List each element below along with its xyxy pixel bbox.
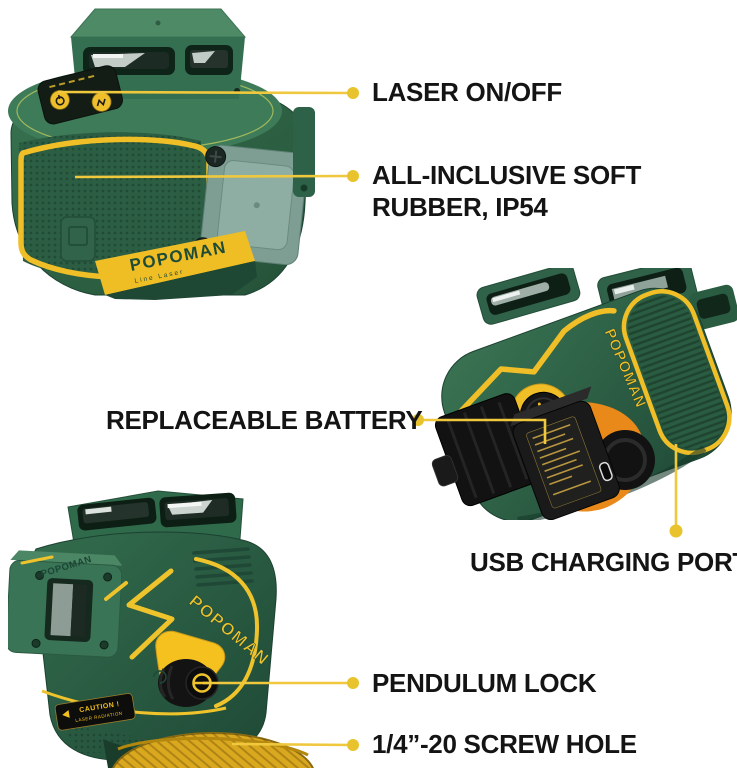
device2-head-left [476,268,581,325]
device2-window-right-shine [613,284,635,295]
clamp-window-glass [50,583,74,637]
soft-rubber-line2: RUBBER, IP54 [372,191,548,222]
device2-side-tab [689,284,737,330]
clamp-screw [31,638,41,648]
clamp-screw [99,640,109,650]
device2-window-left-shine [492,290,521,303]
device3-laser-head [67,490,244,544]
callout-label-screw-hole: 1/4”-20 SCREW HOLE [372,729,637,759]
laser-window-left-streak [93,54,123,58]
laser-window-right-shine [192,51,215,63]
device3-right-sweep-outline [194,557,260,708]
laser-onoff-button [49,90,70,110]
device3-caution-label: CAUTION ! LASER RADIATION [54,693,136,731]
device3-window-left-shine [85,506,112,515]
callout-dot-usb-charging-port [669,524,683,538]
device1-laser-head [69,8,247,99]
mode-icon [96,98,106,107]
device3-zigzag-stripe-2 [104,581,128,601]
device3-pendulum-lock-knob [153,630,226,707]
clamp-screw [35,570,45,580]
callout-dot-laser-on-off [347,87,359,99]
clamp-screw-top [205,146,227,168]
device3-clamp-block [8,550,123,658]
head-screw-right [234,88,240,94]
battery-label-print [532,423,592,496]
callout-label-replaceable-battery: REPLACEABLE BATTERY [106,405,423,435]
laser-warning-icon [62,709,70,718]
head-top-screw [155,20,161,26]
callout-dot-screw-hole [347,739,359,751]
battery-door-latch [431,455,459,487]
callout-dot-soft-rubber [347,170,359,182]
device2-ribbed-texture [628,295,726,449]
device1-brand-band: POPOMAN Line Laser [95,231,255,295]
callout-dot-pendulum-lock [347,677,359,689]
device1-control-panel [37,65,123,125]
device3-zigzag-stripe [126,568,175,660]
device-view-top: POPOMAN Line Laser [8,8,315,300]
callout-label-laser-on-off: LASER ON/OFF [372,77,562,107]
control-panel-print [49,74,95,89]
callout-label-soft-rubber: ALL-INCLUSIVE SOFT RUBBER, IP54 [372,160,641,223]
device3-screw-base [112,732,314,768]
device2-yellow-contour-1 [458,307,617,414]
battery-usb-port [598,461,613,482]
callout-label-pendulum-lock: PENDULUM LOCK [372,668,597,698]
device1-battery-door [60,216,96,262]
device-view-battery: POPOMAN [431,268,737,520]
power-icon [55,94,65,106]
clamp-pin [253,202,260,209]
device-view-bottom: POPOMAN POPOMAN CAUTION ! LASER RADIATIO… [8,490,314,768]
device1-side-tab [293,107,315,197]
device3-yellow-edge-mark [20,555,54,565]
device3-thin-stripe [41,689,227,716]
callout-label-usb-charging-port: USB CHARGING PORT [470,547,737,577]
device3-window-left-glass [82,502,150,524]
device1-dark-base [105,261,257,300]
device2-window-right-glass [611,275,669,301]
device1-side-hole [300,184,308,192]
soft-rubber-line1: ALL-INCLUSIVE SOFT [372,160,642,190]
unlock-engraving-icon [153,670,167,684]
clamp-screw [103,572,113,582]
